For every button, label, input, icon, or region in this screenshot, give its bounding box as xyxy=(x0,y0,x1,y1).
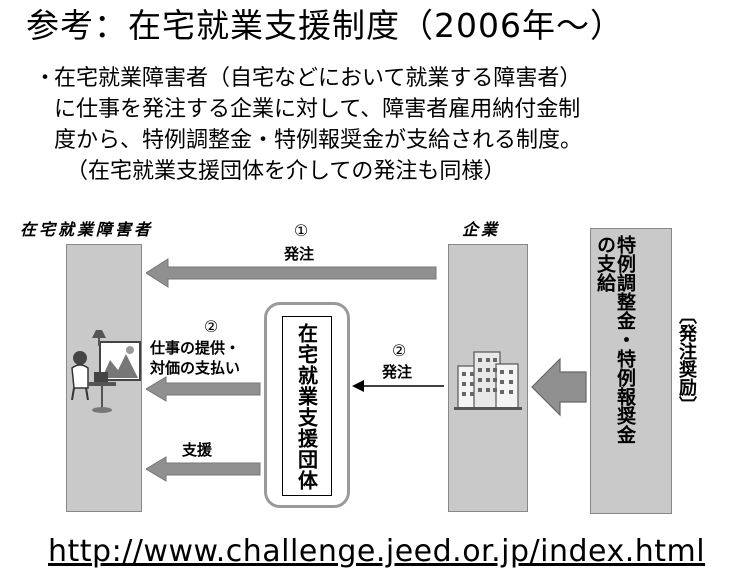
footer-url-link[interactable]: http://www.challenge.jeed.or.jp/index.ht… xyxy=(48,534,706,569)
arrow2-right-shape xyxy=(352,380,444,392)
description-line-3: 度から、特例調整金・特例報奨金が支給される制度。 xyxy=(54,128,583,153)
description-line-1: 在宅就業障害者（自宅などにおいて就業する障害者） xyxy=(54,66,582,91)
company-label: 企業 xyxy=(462,220,501,239)
arrow1-label: 発注 xyxy=(284,245,315,263)
encourage-label: 〔発注奨励〕 xyxy=(676,306,697,414)
grant-box: 特例調整金・特例報奨金 の支給 xyxy=(590,228,672,514)
building-icon xyxy=(454,351,522,410)
support-org-box: 在宅就業支援団体 xyxy=(282,316,332,496)
grant-line-2: の支給 xyxy=(594,235,616,292)
grant-arrow-shape xyxy=(531,357,587,417)
support-org-label: 在宅就業支援団体 xyxy=(294,323,319,491)
worker-label: 在宅就業障害者 xyxy=(20,220,154,239)
arrow2-right-label: 発注 xyxy=(382,363,413,381)
arrow2-left-line2: 対価の支払い xyxy=(150,359,241,377)
arrow2-left-shape xyxy=(146,376,261,402)
arrow2-left-number: ② xyxy=(203,317,219,336)
arrow1-shape xyxy=(146,258,437,288)
description-line-2: に仕事を発注する企業に対して、障害者雇用納付金制 xyxy=(54,97,581,122)
arrow1-number: ① xyxy=(293,221,309,240)
page-title: 参考：在宅就業支援制度（2006年～） xyxy=(26,6,624,45)
arrow2-left-line1: 仕事の提供・ xyxy=(150,339,241,357)
bullet-marker: ・ xyxy=(34,66,57,91)
worker-column xyxy=(66,244,142,512)
company-column xyxy=(448,244,528,512)
support-arrow-label: 支援 xyxy=(182,441,213,459)
home-worker-icon xyxy=(71,330,141,413)
grant-line-1: 特例調整金・特例報奨金 xyxy=(614,235,636,444)
arrow2-right-number: ② xyxy=(391,341,407,360)
description-line-4: （在宅就業支援団体を介しての発注も同様） xyxy=(66,159,506,184)
support-arrow-shape xyxy=(146,456,261,482)
